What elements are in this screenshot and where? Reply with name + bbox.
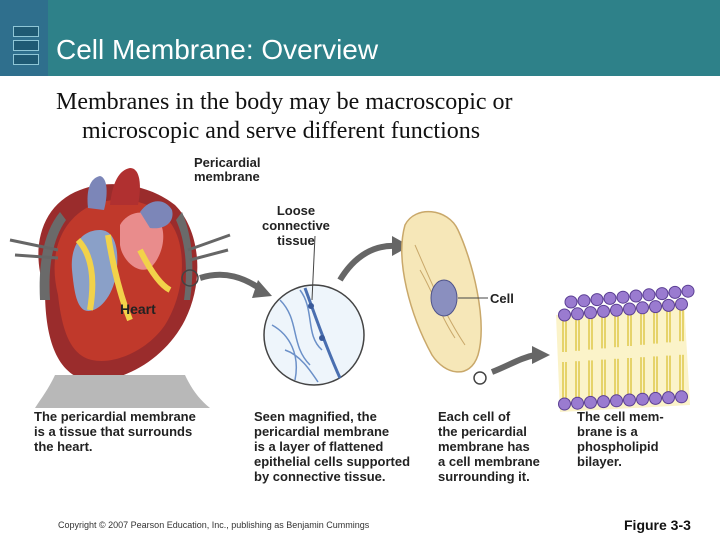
phospholipid-head	[558, 308, 571, 322]
label-pericardial-membrane: Pericardial membrane	[194, 155, 261, 184]
heart-illustration	[9, 168, 231, 408]
accent-bar	[13, 26, 39, 37]
phospholipid-head	[597, 395, 610, 409]
phospholipid-head	[603, 291, 617, 305]
phospholipid-head	[577, 294, 591, 308]
caption-magnified: Seen magnified, the pericardial membrane…	[254, 409, 411, 484]
phospholipid-head	[662, 391, 675, 405]
arrow-head	[532, 346, 550, 364]
phospholipid-head	[649, 391, 662, 405]
arrow-heart-to-tissue	[199, 271, 264, 293]
title-bar: Cell Membrane: Overview	[0, 0, 720, 76]
copyright-notice: Copyright © 2007 Pearson Education, Inc.…	[58, 520, 370, 530]
phospholipid-head	[584, 395, 597, 409]
label-heart: Heart	[120, 301, 156, 317]
phospholipid-head	[571, 396, 584, 410]
subtitle-line-2: microscopic and serve different function…	[82, 118, 481, 144]
phospholipid-head	[610, 303, 623, 317]
phospholipid-head	[571, 307, 584, 321]
caption-bilayer: The cell mem- brane is a phospholipid bi…	[577, 409, 664, 469]
phospholipid-head	[590, 293, 604, 307]
slide-subtitle: Membranes in the body may be macroscopic…	[56, 88, 696, 146]
epithelial-cell	[401, 210, 488, 385]
phospholipid-head	[597, 304, 610, 318]
accent-bar	[13, 54, 39, 65]
label-loose-connective-tissue: Loose connective tissue	[262, 203, 330, 248]
phospholipid-head	[642, 288, 656, 302]
phospholipid-head	[649, 300, 662, 314]
phospholipid-head	[616, 290, 630, 304]
figure-number: Figure 3-3	[624, 517, 691, 533]
title-bar-accent	[0, 0, 48, 76]
phospholipid-head	[662, 298, 675, 312]
phospholipid-head	[668, 285, 682, 299]
phospholipid-head	[681, 284, 695, 298]
phospholipid-head	[629, 289, 643, 303]
phospholipid-head	[655, 287, 669, 301]
arrow-cell-to-bilayer	[490, 352, 536, 375]
magnified-tissue	[263, 235, 365, 386]
phospholipid-head	[636, 392, 649, 406]
phospholipid-head	[610, 394, 623, 408]
phospholipid-head	[623, 302, 636, 316]
arrow-head	[252, 280, 272, 298]
phospholipid-head	[675, 390, 688, 404]
membrane-figure	[9, 168, 695, 412]
phospholipid-head	[564, 295, 578, 309]
phospholipid-head	[675, 297, 688, 311]
caption-cell-membrane: Each cell of the pericardial membrane ha…	[438, 409, 540, 484]
slide-title: Cell Membrane: Overview	[56, 34, 379, 65]
arrow-head	[392, 236, 410, 256]
label-cell: Cell	[490, 291, 514, 306]
accent-bar	[13, 40, 39, 51]
phospholipid-head	[558, 397, 571, 411]
subtitle-line-1: Membranes in the body may be macroscopic…	[56, 89, 513, 115]
phospholipid-head	[623, 393, 636, 407]
phospholipid-bilayer	[556, 284, 695, 412]
phospholipid-head	[636, 301, 649, 315]
phospholipid-head	[584, 306, 597, 320]
arrow-tissue-to-cell	[337, 242, 396, 282]
caption-pericardial-membrane: The pericardial membrane is a tissue tha…	[34, 409, 196, 454]
